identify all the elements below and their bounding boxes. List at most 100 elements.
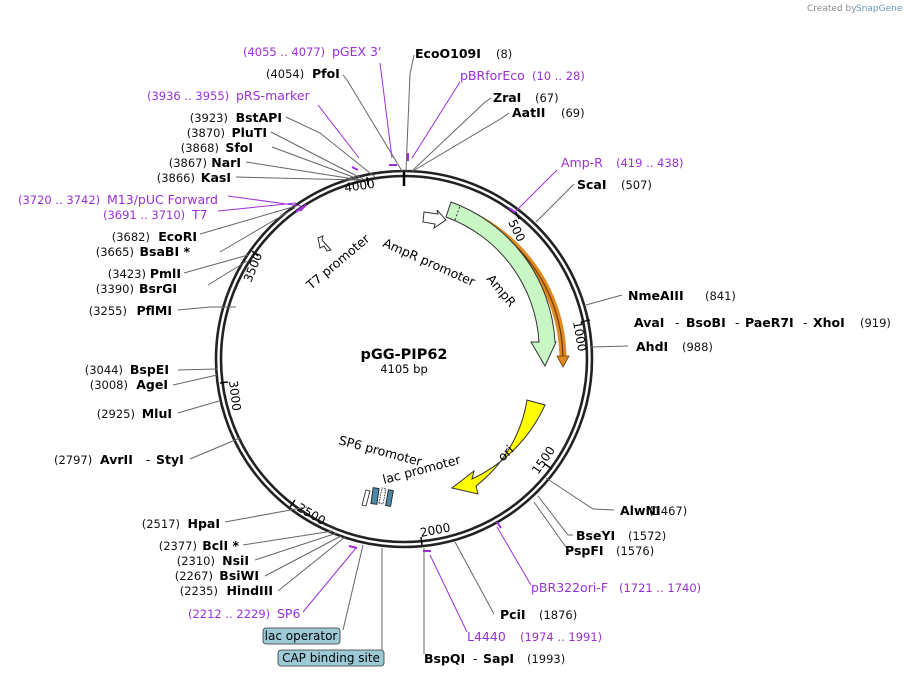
enzyme-bseyi-pos: (1572)	[628, 529, 666, 543]
enzyme-nari: NarI	[211, 155, 241, 170]
enzyme-ecoo109i: EcoO109I	[415, 46, 481, 61]
enzyme-zrai: ZraI	[493, 90, 521, 105]
primer-pgex3-pos: (4055 .. 4077)	[243, 45, 325, 59]
enzyme-pmli: PmlI	[150, 266, 181, 281]
credit-created-by: Created by	[807, 4, 857, 14]
credit-snapgene: SnapGene	[856, 4, 903, 14]
enzyme-avai-pos: (919)	[860, 316, 891, 330]
enzyme-leaders	[172, 54, 629, 654]
cap-binding-site-label: CAP binding site	[282, 651, 380, 665]
enzyme-kasi: KasI	[201, 170, 231, 185]
enzyme-agei-pos: (3008)	[90, 378, 128, 392]
enzyme-pmli-pos: (3423)	[108, 267, 146, 281]
enzyme-pflmi-pos: (3255)	[89, 304, 127, 318]
enzyme-avrii-pos: (2797)	[54, 453, 92, 467]
enzyme-pfoi-pos: (4054)	[266, 67, 304, 81]
enzyme-nsii-pos: (2310)	[177, 554, 215, 568]
ori-arrow	[450, 399, 546, 495]
tick-2000: 2000	[419, 520, 452, 540]
enzyme-ecori-pos: (3682)	[112, 230, 150, 244]
enzyme-xhoi: XhoI	[813, 315, 845, 330]
enzyme-sep-4: -	[473, 651, 478, 666]
lac-features-cluster	[361, 487, 394, 507]
enzyme-bsabi-pos: (3665)	[96, 245, 134, 259]
ampr-outline-arrowhead	[556, 355, 570, 368]
primer-pbr322ori-f: pBR322ori-F	[531, 580, 608, 595]
primer-m13: M13/pUC Forward	[107, 192, 218, 207]
tick-marks	[219, 176, 591, 546]
ampr-promoter-arrow	[422, 209, 447, 230]
enzyme-avai: AvaI	[634, 315, 664, 330]
primer-t7-pos: (3691 .. 3710)	[103, 208, 185, 222]
enzyme-aatii: AatII	[512, 105, 545, 120]
enzyme-bsrgi: BsrGI	[139, 281, 177, 296]
enzyme-sep-2: -	[735, 315, 740, 330]
tick-1000: 1000	[570, 320, 589, 353]
enzyme-bsiwi-pos: (2267)	[175, 569, 213, 583]
primer-prs-marker: pRS-marker	[236, 88, 311, 103]
enzyme-bspei: BspEI	[130, 362, 169, 377]
enzyme-sfoi-pos: (3868)	[181, 141, 219, 155]
enzyme-ahdi-pos: (988)	[682, 340, 713, 354]
ampr-gene-arrow	[445, 201, 557, 368]
enzyme-sfoi: SfoI	[225, 140, 253, 155]
enzyme-avrii: AvrII	[100, 452, 133, 467]
enzyme-bstapi-pos: (3923)	[190, 111, 228, 125]
primer-leaders	[217, 62, 558, 633]
plasmid-name: pGG-PIP62	[360, 347, 447, 363]
enzyme-mlui: MluI	[142, 406, 172, 421]
enzyme-agei: AgeI	[136, 377, 168, 392]
enzyme-bspqi-pos: (1993)	[527, 652, 565, 666]
enzyme-ahdi: AhdI	[636, 339, 668, 354]
enzyme-bcli-pos: (2377)	[159, 539, 197, 553]
enzyme-hpai: HpaI	[188, 516, 221, 531]
enzyme-bcli: BclI *	[202, 538, 239, 553]
enzyme-kasi-pos: (3866)	[157, 171, 195, 185]
enzyme-sep-1: -	[675, 315, 680, 330]
ampr-promoter-boundary	[454, 205, 461, 221]
backbone-outer	[214, 169, 594, 549]
feature-ampr-promoter: AmpR promoter	[381, 235, 479, 289]
plasmid-length: 4105 bp	[380, 362, 428, 376]
primer-sp6: SP6	[277, 606, 300, 621]
enzyme-pfoi: PfoI	[312, 66, 340, 81]
enzyme-ecori: EcoRI	[158, 229, 197, 244]
enzyme-pflmi: PflMI	[136, 303, 172, 318]
primer-l4440: L4440	[467, 629, 506, 644]
primer-pbrforeco-pos: (10 .. 28)	[532, 69, 585, 83]
lac-operator-label: lac operator	[265, 629, 338, 643]
enzyme-pluti: PluTI	[231, 125, 267, 140]
tick-4000: 4000	[343, 177, 375, 195]
enzyme-bspei-pos: (3044)	[85, 363, 123, 377]
enzyme-pcii: PciI	[500, 607, 526, 622]
enzyme-bseyi: BseYI	[576, 528, 615, 543]
enzyme-hindiii-pos: (2235)	[180, 584, 218, 598]
lac-operator-box	[262, 627, 341, 645]
enzyme-scai-pos: (507)	[621, 178, 652, 192]
enzyme-ecoo109i-pos: (8)	[496, 47, 512, 61]
primer-pbrforeco: pBRforEco	[460, 68, 525, 83]
primer-pgex3: pGEX 3'	[332, 44, 381, 59]
enzyme-aatii-pos: (69)	[561, 106, 585, 120]
enzyme-sep-5: -	[146, 452, 151, 467]
enzyme-hindiii: HindIII	[226, 583, 273, 598]
primer-sp6-pos: (2212 .. 2229)	[188, 607, 270, 621]
feature-t7-promoter: T7 promoter	[303, 230, 373, 293]
cap-binding-site-box	[277, 649, 385, 667]
primer-markers	[295, 153, 516, 552]
enzyme-bstapi: BstAPI	[236, 110, 282, 125]
enzyme-pluti-pos: (3870)	[187, 126, 225, 140]
enzyme-hpai-pos: (2517)	[142, 517, 180, 531]
enzyme-zrai-pos: (67)	[535, 91, 559, 105]
primer-amp-r: Amp-R	[561, 155, 603, 170]
enzyme-nsii: NsiI	[222, 553, 249, 568]
primer-l4440-pos: (1974 .. 1991)	[520, 630, 602, 644]
enzyme-scai: ScaI	[577, 177, 607, 192]
enzyme-pspfi: PspFI	[565, 543, 604, 558]
enzyme-sapi: SapI	[483, 651, 514, 666]
primer-prs-marker-pos: (3936 .. 3955)	[147, 89, 229, 103]
enzyme-alwni: AlwNI	[620, 503, 661, 518]
enzyme-pspfi-pos: (1576)	[616, 544, 654, 558]
enzyme-mlui-pos: (2925)	[97, 407, 135, 421]
